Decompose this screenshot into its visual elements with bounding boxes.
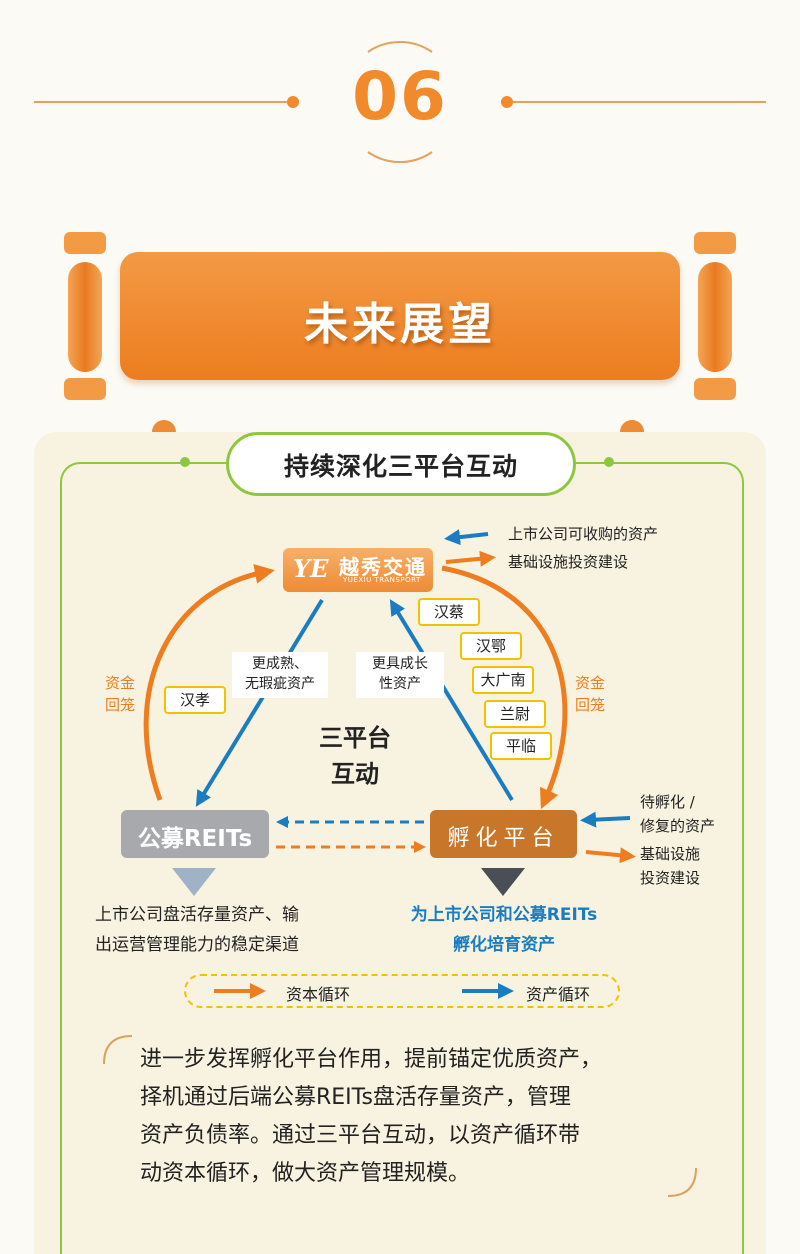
subtitle-pill: 持续深化三平台互动 [226,432,576,496]
summary-box: 进一步发挥孵化平台作用，提前锚定优质资产， 择机通过后端公募REITs盘活存量资… [100,1033,700,1199]
top-annotation-in: 上市公司可收购的资产 [508,525,659,543]
frame-dot-left [180,457,190,467]
left-capital-label: 资金回笼 [104,674,135,714]
tag-hane: 汉鄂 [460,632,522,660]
logo-name-en: YUEXIU TRANSPORT [343,576,421,584]
arrow-right-out [585,847,636,864]
banner-title: 未来展望 [304,299,496,350]
right-annotation-out: 基础设施投资建设 [640,845,701,887]
scroll-end-right [694,232,736,402]
tag-pinglin: 平临 [490,732,552,760]
frame-dot-right [604,457,614,467]
section-number: 06 [352,58,448,135]
arrow-right-in [580,811,631,828]
scroll-end-left [64,232,106,402]
legend-capital-cycle: 资本循环 [286,985,351,1004]
incubation-node-label: 孵化平台 [447,826,560,851]
banner-peg-right [620,420,644,434]
title-banner: 未来展望 [120,252,680,380]
tag-daguangnan: 大广南 [472,666,534,694]
tag-hanxiao: 汉孝 [164,686,226,714]
legend-asset-cycle: 资产循环 [526,985,591,1004]
reits-caption: 上市公司盘活存量资产、输出运营管理能力的稳定渠道 [95,905,299,955]
banner-peg-left [152,420,176,434]
header-dot-left [287,96,299,108]
header-dot-right [501,96,513,108]
arrow-top-in [444,529,489,546]
center-label: 三平台互动 [319,724,391,788]
tag-hancai: 汉蔡 [418,598,480,626]
arrow-asset-incub-logo [389,599,514,802]
yuexiu-logo-icon: YE [293,554,329,583]
header-line-right [508,101,766,103]
incub-down-triangle [481,868,525,896]
right-annotation-in: 待孵化 /修复的资产 [640,793,716,835]
arrow-asset-logo-reits [195,598,324,807]
logo-name-cn: 越秀交通 [339,555,427,579]
right-asset-label: 更具成长性资产 [356,652,444,698]
reits-node: 公募REITs [121,810,269,858]
header-line-left [34,101,292,103]
left-asset-label: 更成熟、无瑕疵资产 [232,652,328,698]
reits-node-label: 公募REITs [137,826,253,852]
arrow-capital-left [143,564,275,801]
right-capital-label: 资金回笼 [574,674,605,714]
top-annotation-out: 基础设施投资建设 [508,553,629,571]
yuexiu-transport-logo-node: YE 越秀交通 YUEXIU TRANSPORT [283,548,433,592]
section-number-badge: 06 [328,40,472,164]
reits-down-triangle [172,868,216,896]
legend: 资本循环 资产循环 [184,974,620,1008]
tag-lanwei: 兰尉 [484,700,546,728]
arrow-capital-right [441,565,568,810]
incubation-node: 孵化平台 [430,810,577,858]
arrow-top-out [445,550,496,567]
summary-text: 进一步发挥孵化平台作用，提前锚定优质资产， 择机通过后端公募REITs盘活存量资… [140,1047,603,1186]
diagram-subtitle: 持续深化三平台互动 [283,452,518,481]
